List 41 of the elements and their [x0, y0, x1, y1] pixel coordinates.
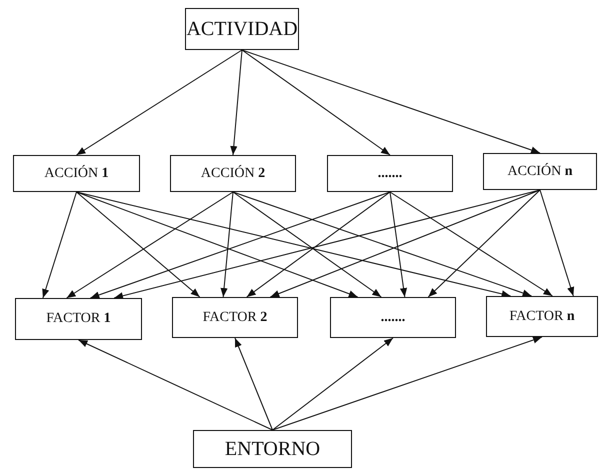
process-box — [172, 297, 298, 338]
node-label: ACCIÓN 1 — [44, 166, 109, 182]
arrow — [66, 192, 234, 298]
arrow — [242, 50, 540, 154]
process-box — [330, 297, 456, 338]
process-box — [193, 430, 352, 468]
arrow — [114, 190, 540, 300]
arrow — [42, 192, 77, 298]
arrow — [272, 338, 394, 430]
process-box — [486, 296, 598, 337]
arrow — [76, 192, 358, 298]
arrow — [232, 192, 532, 296]
process-box — [15, 298, 142, 340]
arrow — [220, 192, 234, 298]
arrow — [540, 190, 574, 296]
arrow — [234, 338, 273, 430]
arrow — [390, 192, 408, 298]
arrow — [270, 190, 540, 298]
process-box — [185, 8, 299, 50]
arrow — [428, 190, 540, 298]
node-label: ENTORNO — [224, 438, 320, 460]
node-label: ....... — [378, 166, 402, 182]
node-label: ....... — [380, 310, 406, 326]
process-box — [170, 155, 296, 192]
node-label: ACCIÓN n — [508, 164, 572, 180]
node-label: FACTOR 1 — [46, 311, 111, 327]
node-label: ACCIÓN 2 — [200, 166, 266, 182]
arrow — [78, 340, 273, 430]
process-box — [327, 155, 453, 192]
process-box — [13, 155, 140, 192]
arrow — [90, 192, 390, 298]
node-label: FACTOR n — [509, 308, 575, 324]
arrow — [76, 192, 200, 298]
process-box — [483, 153, 597, 190]
node-label: FACTOR 2 — [202, 310, 268, 326]
node-label: ACTIVIDAD — [186, 18, 298, 40]
arrow — [272, 336, 542, 430]
arrow — [76, 50, 242, 156]
arrow — [242, 50, 390, 156]
arrow — [230, 50, 242, 156]
arrow — [390, 192, 553, 296]
